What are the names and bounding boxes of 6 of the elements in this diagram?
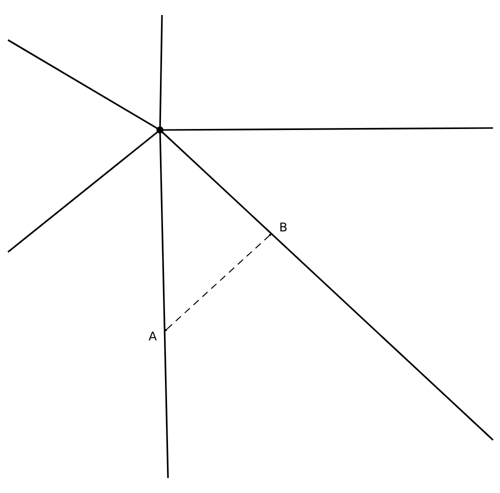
point bbox=[268, 234, 272, 236]
dashed-line bbox=[166, 235, 270, 330]
center-point bbox=[156, 126, 164, 134]
point bbox=[164, 328, 168, 332]
point-label: B bbox=[280, 222, 287, 232]
point-label: A bbox=[148, 332, 157, 340]
